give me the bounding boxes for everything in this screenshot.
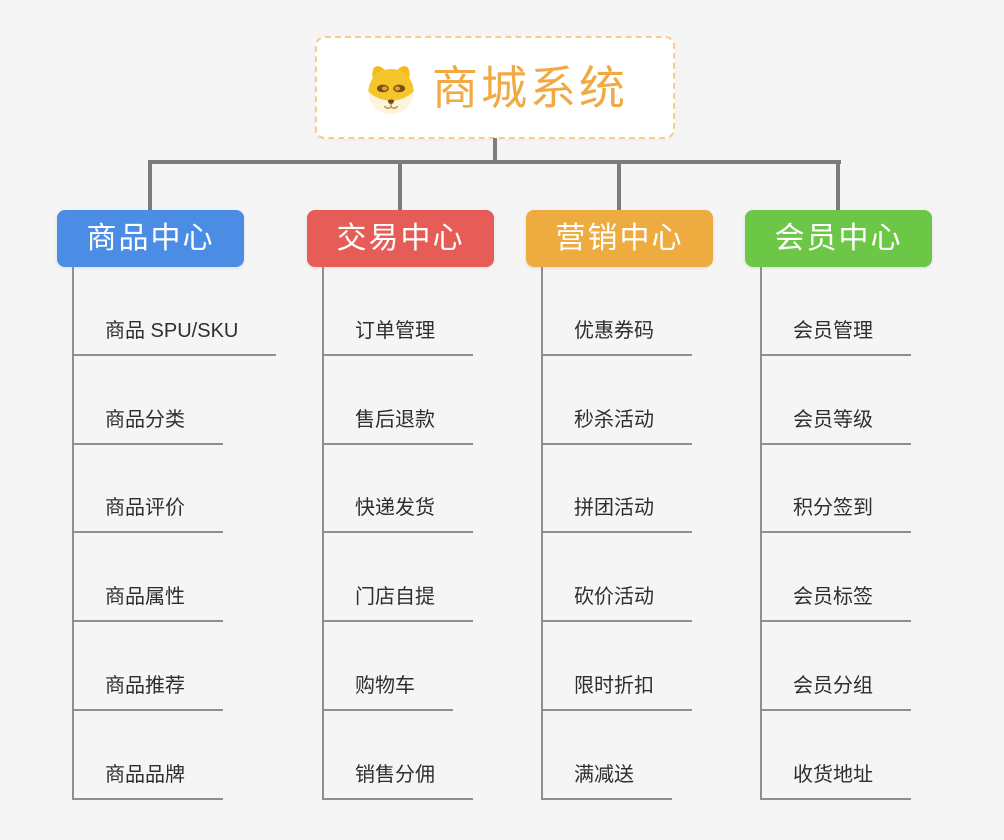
leaf-node[interactable]: 限时折扣 [543, 674, 692, 712]
connector-drop-goods [148, 160, 152, 210]
leaf-row: 会员等级 [762, 356, 932, 445]
leaf-node[interactable]: 拼团活动 [543, 496, 692, 534]
branch-node-trade-center[interactable]: 交易中心 [307, 210, 494, 267]
connector-drop-marketing [617, 160, 621, 210]
leaf-row: 商品推荐 [74, 622, 276, 712]
leaf-node[interactable]: 商品推荐 [74, 674, 223, 712]
leaf-node[interactable]: 商品评价 [74, 496, 223, 534]
leaf-row: 会员分组 [762, 622, 932, 712]
root-title: 商城系统 [432, 61, 628, 114]
leaf-node[interactable]: 会员标签 [762, 585, 911, 623]
leaf-node[interactable]: 砍价活动 [543, 585, 692, 623]
leaf-list-goods: 商品 SPU/SKU 商品分类 商品评价 商品属性 商品推荐 商品品牌 [72, 267, 277, 800]
leaf-node[interactable]: 会员分组 [762, 674, 911, 712]
leaf-row: 销售分佣 [324, 711, 494, 800]
leaf-row: 拼团活动 [543, 445, 713, 534]
leaf-row: 商品分类 [74, 356, 276, 445]
leaf-list-marketing: 优惠券码 秒杀活动 拼团活动 砍价活动 限时折扣 满减送 [541, 267, 713, 800]
leaf-row: 收货地址 [762, 711, 932, 800]
leaf-node[interactable]: 销售分佣 [324, 763, 473, 800]
connector-drop-member [836, 160, 840, 210]
connector-horizontal [148, 160, 841, 164]
leaf-row: 优惠券码 [543, 267, 713, 356]
leaf-row: 会员管理 [762, 267, 932, 356]
leaf-node[interactable]: 会员等级 [762, 408, 911, 445]
branch-node-goods-center[interactable]: 商品中心 [57, 210, 244, 267]
branch-marketing-center: 营销中心 优惠券码 秒杀活动 拼团活动 砍价活动 限时折扣 满减送 [526, 210, 713, 800]
leaf-row: 商品品牌 [74, 711, 276, 800]
leaf-row: 秒杀活动 [543, 356, 713, 445]
leaf-node[interactable]: 商品品牌 [74, 763, 223, 800]
leaf-row: 订单管理 [324, 267, 494, 356]
leaf-row: 购物车 [324, 622, 494, 712]
leaf-row: 门店自提 [324, 533, 494, 623]
leaf-node[interactable]: 商品属性 [74, 585, 223, 623]
leaf-list-trade: 订单管理 售后退款 快递发货 门店自提 购物车 销售分佣 [322, 267, 494, 800]
connector-drop-trade [398, 160, 402, 210]
leaf-node[interactable]: 订单管理 [324, 319, 473, 356]
leaf-node[interactable]: 快递发货 [324, 496, 473, 534]
leaf-node[interactable]: 优惠券码 [543, 319, 692, 356]
leaf-node[interactable]: 购物车 [324, 674, 453, 712]
leaf-node[interactable]: 积分签到 [762, 496, 911, 534]
leaf-node[interactable]: 满减送 [543, 763, 672, 800]
leaf-node[interactable]: 秒杀活动 [543, 408, 692, 445]
leaf-row: 会员标签 [762, 533, 932, 623]
leaf-row: 满减送 [543, 711, 713, 800]
leaf-list-member: 会员管理 会员等级 积分签到 会员标签 会员分组 收货地址 [760, 267, 932, 800]
leaf-row: 限时折扣 [543, 622, 713, 712]
root-node[interactable]: 商城系统 [315, 36, 675, 139]
leaf-row: 砍价活动 [543, 533, 713, 623]
leaf-row: 售后退款 [324, 356, 494, 445]
connector-root-stub [493, 138, 497, 164]
branch-trade-center: 交易中心 订单管理 售后退款 快递发货 门店自提 购物车 销售分佣 [307, 210, 494, 800]
leaf-node[interactable]: 售后退款 [324, 408, 473, 445]
leaf-row: 积分签到 [762, 445, 932, 534]
leaf-row: 商品 SPU/SKU [74, 267, 277, 356]
leaf-node[interactable]: 商品分类 [74, 408, 223, 445]
branch-goods-center: 商品中心 商品 SPU/SKU 商品分类 商品评价 商品属性 商品推荐 商品品牌 [57, 210, 277, 800]
leaf-node[interactable]: 会员管理 [762, 319, 911, 356]
leaf-row: 商品属性 [74, 533, 276, 623]
branch-node-member-center[interactable]: 会员中心 [745, 210, 932, 267]
leaf-node[interactable]: 门店自提 [324, 585, 473, 623]
leaf-row: 快递发货 [324, 445, 494, 534]
leaf-node[interactable]: 收货地址 [762, 763, 911, 800]
dog-face-icon [368, 65, 414, 114]
leaf-node[interactable]: 商品 SPU/SKU [74, 319, 277, 356]
leaf-row: 商品评价 [74, 445, 276, 534]
branch-member-center: 会员中心 会员管理 会员等级 积分签到 会员标签 会员分组 收货地址 [745, 210, 932, 800]
branch-node-marketing-center[interactable]: 营销中心 [526, 210, 713, 267]
